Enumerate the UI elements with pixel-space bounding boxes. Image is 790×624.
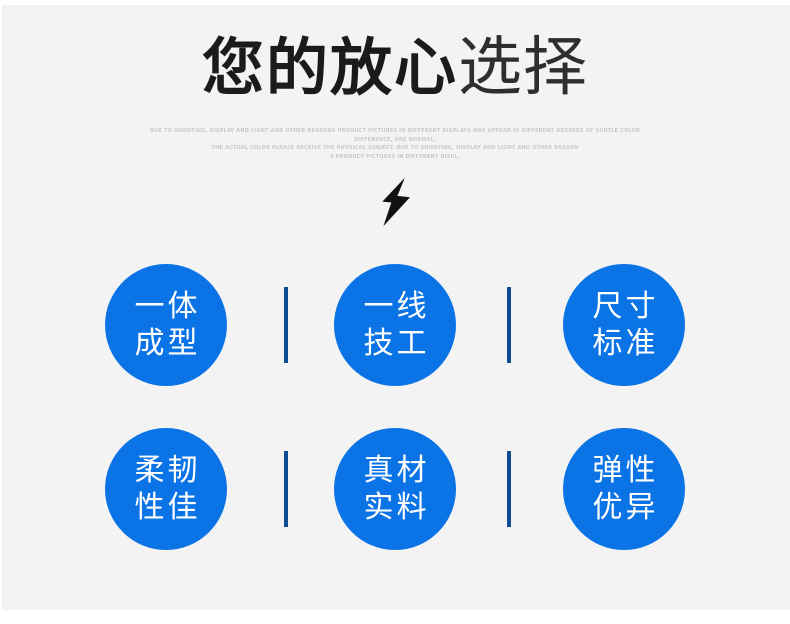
feature-line: 性佳 [134, 490, 201, 525]
feature-circle-chicun-biaozhun: 尺寸 标准 [563, 264, 685, 386]
feature-line: 一体 [134, 289, 201, 324]
feature-line: 技工 [363, 326, 430, 361]
feature-line: 标准 [592, 326, 659, 361]
feature-line: 实料 [363, 490, 430, 525]
vertical-divider [284, 287, 288, 363]
feature-label: 弹性 优异 [590, 452, 659, 526]
disclaimer-line: THE ACTUAL COLOR PLEASE RECEIVE THE PHYS… [211, 145, 579, 151]
vertical-divider [507, 287, 511, 363]
title-light-text: 选择 [458, 31, 588, 105]
feature-label: 尺寸 标准 [590, 288, 659, 362]
disclaimer-text: DUE TO SHOOTING, DISPLAY AND LIGHT AND O… [135, 127, 655, 161]
vertical-divider [284, 451, 288, 527]
feature-label: 真材 实料 [361, 452, 430, 526]
feature-circle-zhencai-shiliao: 真材 实料 [334, 428, 456, 550]
feature-line: 尺寸 [592, 289, 659, 324]
title-bold-text: 您的放心 [201, 31, 458, 104]
feature-line: 优异 [592, 490, 659, 525]
feature-label: 一体 成型 [132, 288, 201, 362]
page-title: 您的放心选择 [0, 36, 790, 100]
feature-line: 成型 [134, 326, 201, 361]
feature-label: 一线 技工 [361, 288, 430, 362]
feature-circle-yiti-chengxing: 一体 成型 [105, 264, 227, 386]
disclaimer-line: S PRODUCT PICTURES IN DIFFERENT DISPL. [329, 153, 461, 160]
feature-circle-yixian-jigong: 一线 技工 [334, 264, 456, 386]
feature-circle-tanxing-youyi: 弹性 优异 [563, 428, 685, 550]
disclaimer-line: DUE TO SHOOTING, DISPLAY AND LIGHT AND O… [149, 128, 641, 143]
vertical-divider [507, 451, 511, 527]
lightning-bolt-icon [374, 174, 415, 229]
feature-label: 柔韧 性佳 [132, 452, 201, 526]
feature-line: 柔韧 [134, 453, 201, 488]
feature-line: 一线 [363, 289, 430, 324]
feature-circle-rouren-xingjia: 柔韧 性佳 [105, 428, 227, 550]
feature-line: 弹性 [592, 453, 659, 488]
feature-line: 真材 [363, 453, 430, 488]
